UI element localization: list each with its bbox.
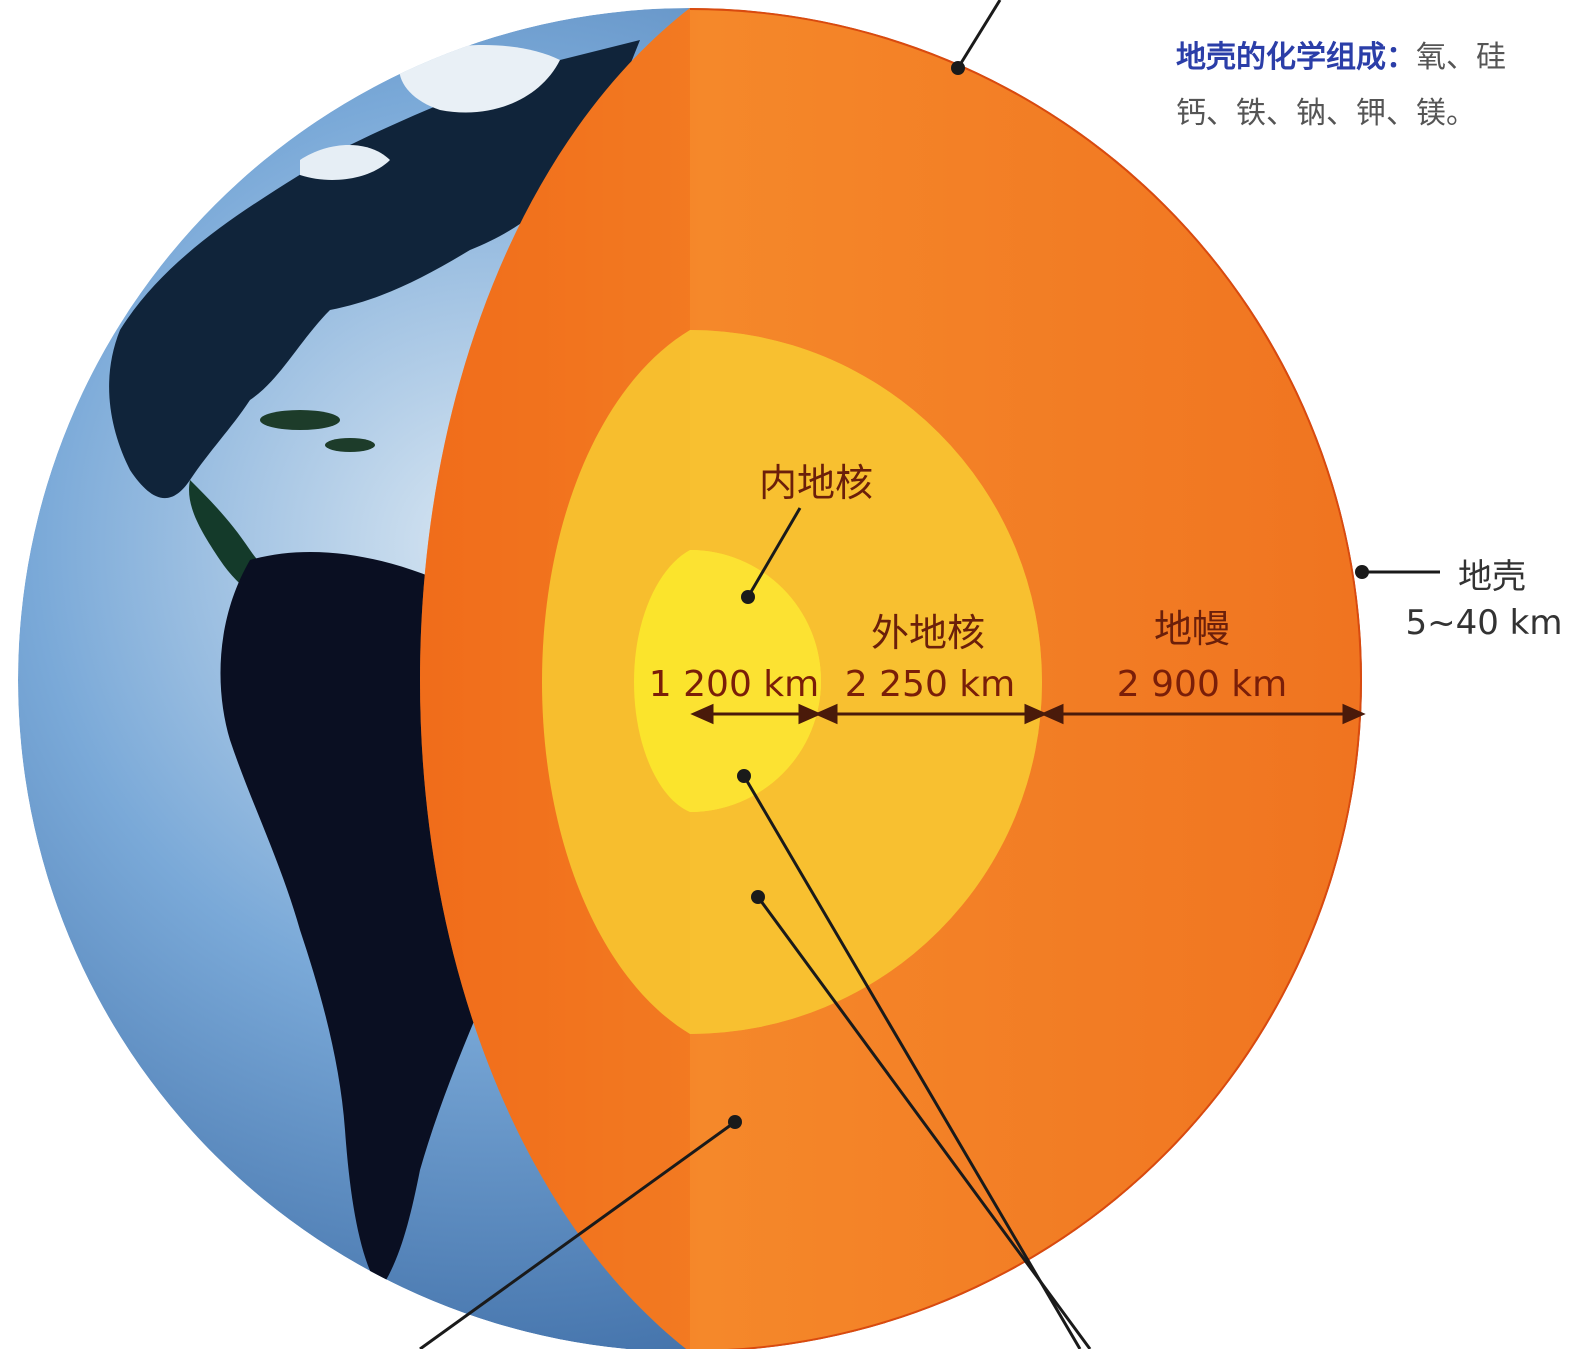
arctic-islands: [300, 145, 390, 180]
crust-km: 5~40 km: [1405, 603, 1562, 643]
outer-core-km: 2 250 km: [845, 664, 1015, 705]
inner-core-km: 1 200 km: [649, 664, 819, 705]
lower-left-leader: [419, 1120, 736, 1349]
crust-top-leader: [956, 0, 1002, 69]
core-leader-1: [742, 775, 1082, 1349]
greenland: [399, 45, 560, 113]
inner-core-label: 内地核: [759, 461, 873, 505]
cross-section: [420, 8, 1362, 1349]
mantle-km: 2 900 km: [1117, 664, 1287, 705]
outer-core-label: 外地核: [871, 611, 985, 655]
note-line-1-rest: 氧、硅: [1416, 40, 1506, 75]
mantle-label: 地幔: [1154, 607, 1230, 651]
note-line-2: 钙、铁、钠、钾、镁。: [1176, 96, 1476, 131]
core-leader-2: [756, 896, 1092, 1349]
crust-rim: [689, 8, 1362, 1349]
crust-composition-note: 地壳的化学组成：氧、硅 钙、铁、钠、钾、镁。: [1176, 30, 1576, 142]
leader-lines: [419, 0, 1440, 1349]
north-america-landmass: [109, 40, 641, 499]
inner-core-leader: [746, 507, 802, 598]
leader-dots: [728, 61, 1369, 1129]
crust-label: 地壳: [1458, 557, 1526, 597]
note-title: 地壳的化学组成：: [1176, 40, 1416, 75]
note-line-1: 地壳的化学组成：氧、硅: [1176, 30, 1576, 86]
dimension-arrows: [690, 703, 1366, 725]
